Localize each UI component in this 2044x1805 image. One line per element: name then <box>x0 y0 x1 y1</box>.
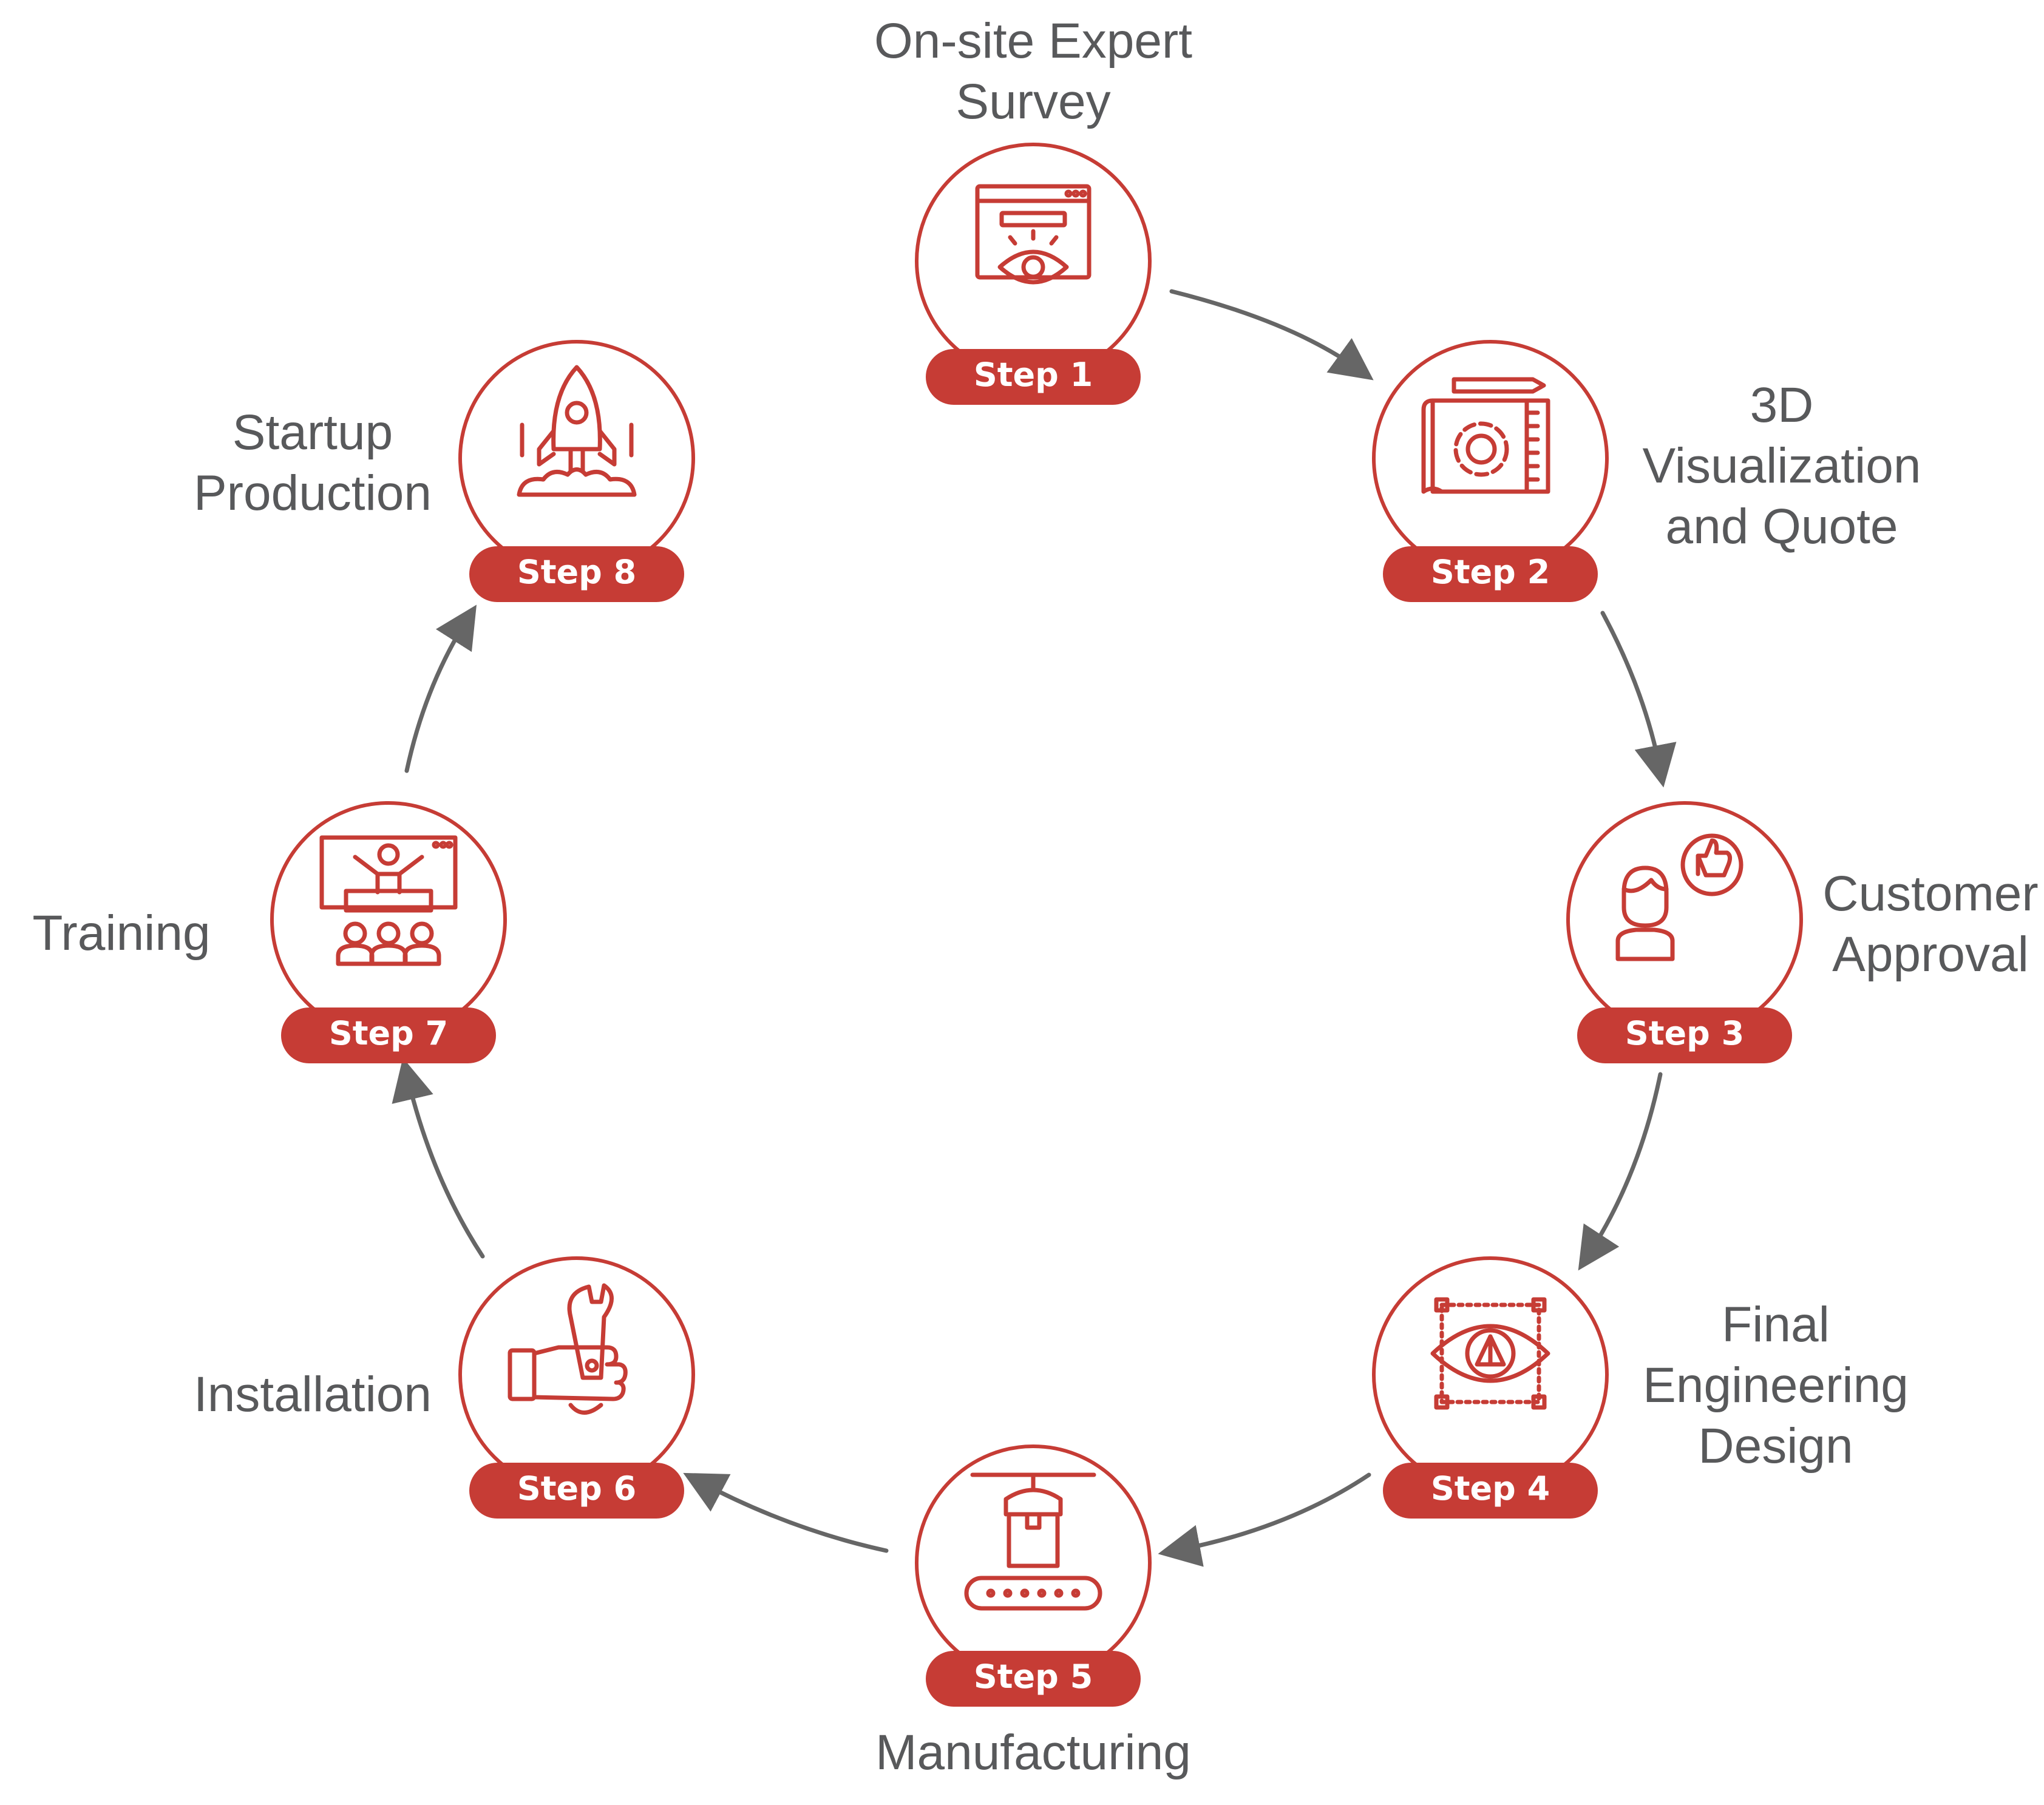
blueprint-gear-icon <box>1421 377 1550 494</box>
step-4-node: Step 4 <box>1372 1256 1609 1519</box>
step-4-badge-text: Step 4 <box>1431 1469 1550 1508</box>
step-8-node: Step 8 <box>458 340 695 602</box>
presentation-audience-icon <box>319 835 458 966</box>
step-3-badge-text: Step 3 <box>1625 1014 1744 1052</box>
step-6-badge <box>469 1463 684 1519</box>
step-8-badge <box>469 546 684 602</box>
step-1-badge <box>926 349 1141 405</box>
arrow-step6-to-step7 <box>392 1057 485 1259</box>
arrow-step7-to-step8 <box>404 604 477 773</box>
step-8-badge-text: Step 8 <box>517 553 636 591</box>
rocket-launch-icon <box>517 365 637 497</box>
step-1-badge-text: Step 1 <box>974 356 1093 394</box>
step-2-badge <box>1383 546 1598 602</box>
step-8-label-line: Production <box>194 466 432 521</box>
step-2-label-line: 3D <box>1750 378 1814 433</box>
step-1-node: Step 1 <box>915 143 1152 405</box>
step-7-badge-text: Step 7 <box>329 1014 448 1052</box>
step-5-node: Step 5 <box>915 1444 1152 1707</box>
step-2-label-line: and Quote <box>1666 499 1898 554</box>
step-4-label-line: Engineering <box>1643 1358 1909 1413</box>
step-3-badge <box>1577 1007 1792 1063</box>
step-4-badge <box>1383 1463 1598 1519</box>
arrow-step5-to-step6 <box>683 1472 889 1553</box>
step-2-node: Step 2 <box>1372 340 1609 602</box>
arrow-step3-to-step4 <box>1578 1072 1663 1271</box>
step-6-label: Installation <box>194 1367 432 1422</box>
step-3-label-line: Approval <box>1832 927 2029 982</box>
step-7-badge <box>281 1007 496 1063</box>
step-1-label-line: On-site Expert <box>874 13 1192 69</box>
step-6-node: Step 6 <box>458 1256 695 1519</box>
step-1-label-line: Survey <box>956 74 1110 129</box>
conveyor-box-icon <box>964 1472 1102 1611</box>
step-nodes: Step 1 Step 2 Step 3 Step 4 Step 5 Step 6 Step… <box>270 143 1803 1707</box>
step-6-badge-text: Step 6 <box>517 1469 636 1508</box>
step-2-badge-text: Step 2 <box>1431 553 1550 591</box>
step-7-label: Training <box>32 906 210 961</box>
web-eye-survey-icon <box>975 184 1092 285</box>
step-4-label-line: Final <box>1722 1297 1830 1352</box>
arrow-step2-to-step3 <box>1600 611 1677 788</box>
step-6-label-line: Installation <box>194 1367 432 1422</box>
step-4-label-line: Design <box>1698 1418 1853 1474</box>
hand-wrench-icon <box>508 1283 628 1415</box>
step-5-badge-text: Step 5 <box>974 1658 1093 1696</box>
step-2-label-line: Visualization <box>1643 438 1921 493</box>
step-3-label-line: Customer <box>1822 866 2038 921</box>
step-5-label-line: Manufacturing <box>875 1725 1191 1780</box>
eye-vector-design-icon <box>1430 1297 1550 1410</box>
step-3-node: Step 3 <box>1566 801 1803 1063</box>
step-5-badge <box>926 1651 1141 1707</box>
arrow-step4-to-step5 <box>1158 1472 1371 1567</box>
step-7-node: Step 7 <box>270 801 507 1063</box>
step-5-label: Manufacturing <box>875 1725 1191 1780</box>
step-8-circle <box>458 340 695 577</box>
step-3-circle <box>1566 801 1803 1038</box>
step-1-circle <box>915 143 1152 379</box>
step-7-label-line: Training <box>32 906 210 961</box>
step-8-label-line: Startup <box>233 405 393 460</box>
arrow-step1-to-step2 <box>1169 289 1374 381</box>
customer-thumbs-up-icon <box>1615 833 1744 961</box>
connector-arrows <box>392 289 1677 1567</box>
